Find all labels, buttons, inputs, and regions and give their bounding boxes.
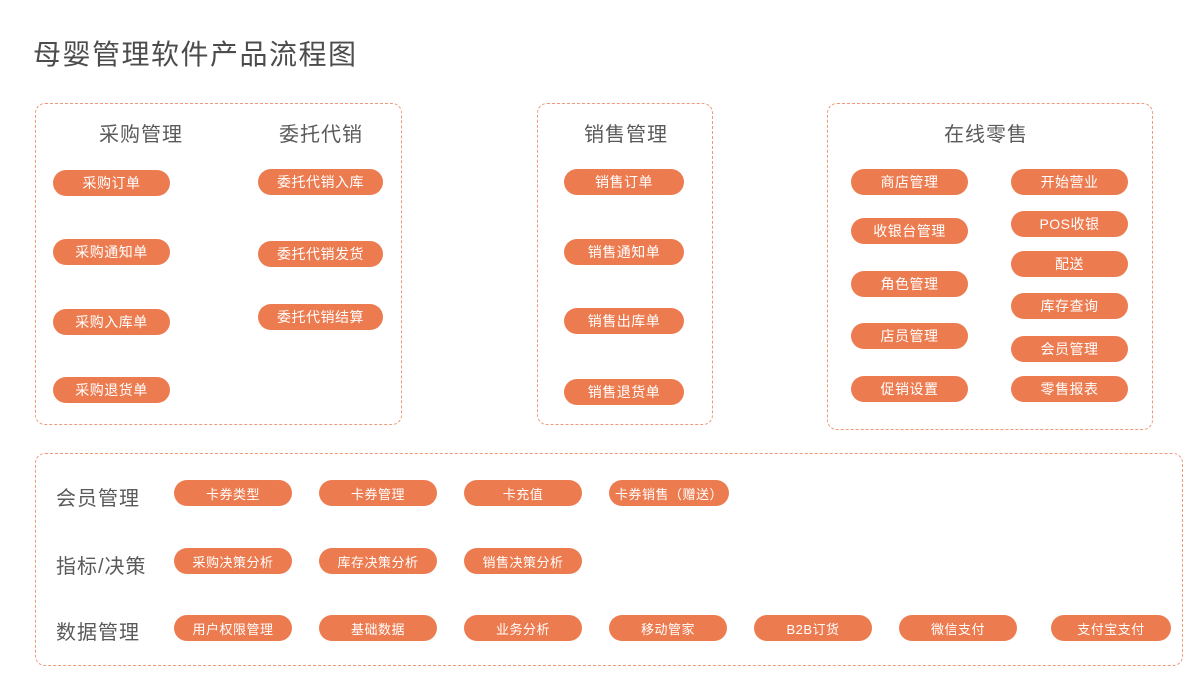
pill-promotion-settings: 促销设置 [851, 376, 968, 402]
pill-purchase-inbound: 采购入库单 [53, 309, 170, 335]
pill-purchase-decision-analysis: 采购决策分析 [174, 548, 292, 574]
section-header-sales: 销售管理 [584, 124, 668, 146]
section-header-online-retail: 在线零售 [944, 124, 1028, 146]
pill-sales-notice: 销售通知单 [564, 239, 684, 265]
panel-sales: 销售管理 销售订单 销售通知单 销售出库单 销售退货单 [537, 103, 713, 425]
pill-card-recharge: 卡充值 [464, 480, 582, 506]
row-label-member-management: 会员管理 [56, 488, 140, 510]
pill-wechat-pay: 微信支付 [899, 615, 1017, 641]
pill-member-management: 会员管理 [1011, 336, 1128, 362]
pill-inventory-query: 库存查询 [1011, 293, 1128, 319]
pill-clerk-management: 店员管理 [851, 323, 968, 349]
section-header-purchase: 采购管理 [99, 124, 183, 146]
pill-pos-checkout: POS收银 [1011, 211, 1128, 237]
pill-consignment-shipping: 委托代销发货 [258, 241, 383, 267]
row-label-data-management: 数据管理 [56, 622, 140, 644]
pill-sales-decision-analysis: 销售决策分析 [464, 548, 582, 574]
pill-purchase-return: 采购退货单 [53, 377, 170, 403]
pill-user-permission-management: 用户权限管理 [174, 615, 292, 641]
pill-inventory-decision-analysis: 库存决策分析 [319, 548, 437, 574]
pill-cashier-desk-management: 收银台管理 [851, 218, 968, 244]
row-label-metrics-decision: 指标/决策 [56, 556, 147, 578]
pill-retail-report: 零售报表 [1011, 376, 1128, 402]
pill-delivery: 配送 [1011, 251, 1128, 277]
section-header-consignment: 委托代销 [279, 124, 363, 146]
pill-mobile-manager: 移动管家 [609, 615, 727, 641]
panel-online-retail: 在线零售 商店管理 收银台管理 角色管理 店员管理 促销设置 开始营业 POS收… [827, 103, 1153, 430]
pill-sales-outbound: 销售出库单 [564, 308, 684, 334]
pill-store-management: 商店管理 [851, 169, 968, 195]
pill-purchase-order: 采购订单 [53, 170, 170, 196]
pill-role-management: 角色管理 [851, 271, 968, 297]
pill-card-coupon-sale-gift: 卡券销售（赠送） [609, 480, 729, 506]
pill-alipay-pay: 支付宝支付 [1051, 615, 1171, 641]
page-title: 母婴管理软件产品流程图 [33, 39, 358, 70]
pill-sales-return: 销售退货单 [564, 379, 684, 405]
pill-basic-data: 基础数据 [319, 615, 437, 641]
pill-sales-order: 销售订单 [564, 169, 684, 195]
panel-purchase-consignment: 采购管理 委托代销 采购订单 采购通知单 采购入库单 采购退货单 委托代销入库 … [35, 103, 402, 425]
pill-card-coupon-management: 卡券管理 [319, 480, 437, 506]
pill-consignment-inbound: 委托代销入库 [258, 169, 383, 195]
pill-b2b-ordering: B2B订货 [754, 615, 872, 641]
pill-business-analysis: 业务分析 [464, 615, 582, 641]
pill-open-business: 开始营业 [1011, 169, 1128, 195]
pill-consignment-settlement: 委托代销结算 [258, 304, 383, 330]
pill-purchase-notice: 采购通知单 [53, 239, 170, 265]
panel-backoffice: 会员管理 指标/决策 数据管理 卡券类型 卡券管理 卡充值 卡券销售（赠送） 采… [35, 453, 1183, 666]
pill-card-coupon-type: 卡券类型 [174, 480, 292, 506]
